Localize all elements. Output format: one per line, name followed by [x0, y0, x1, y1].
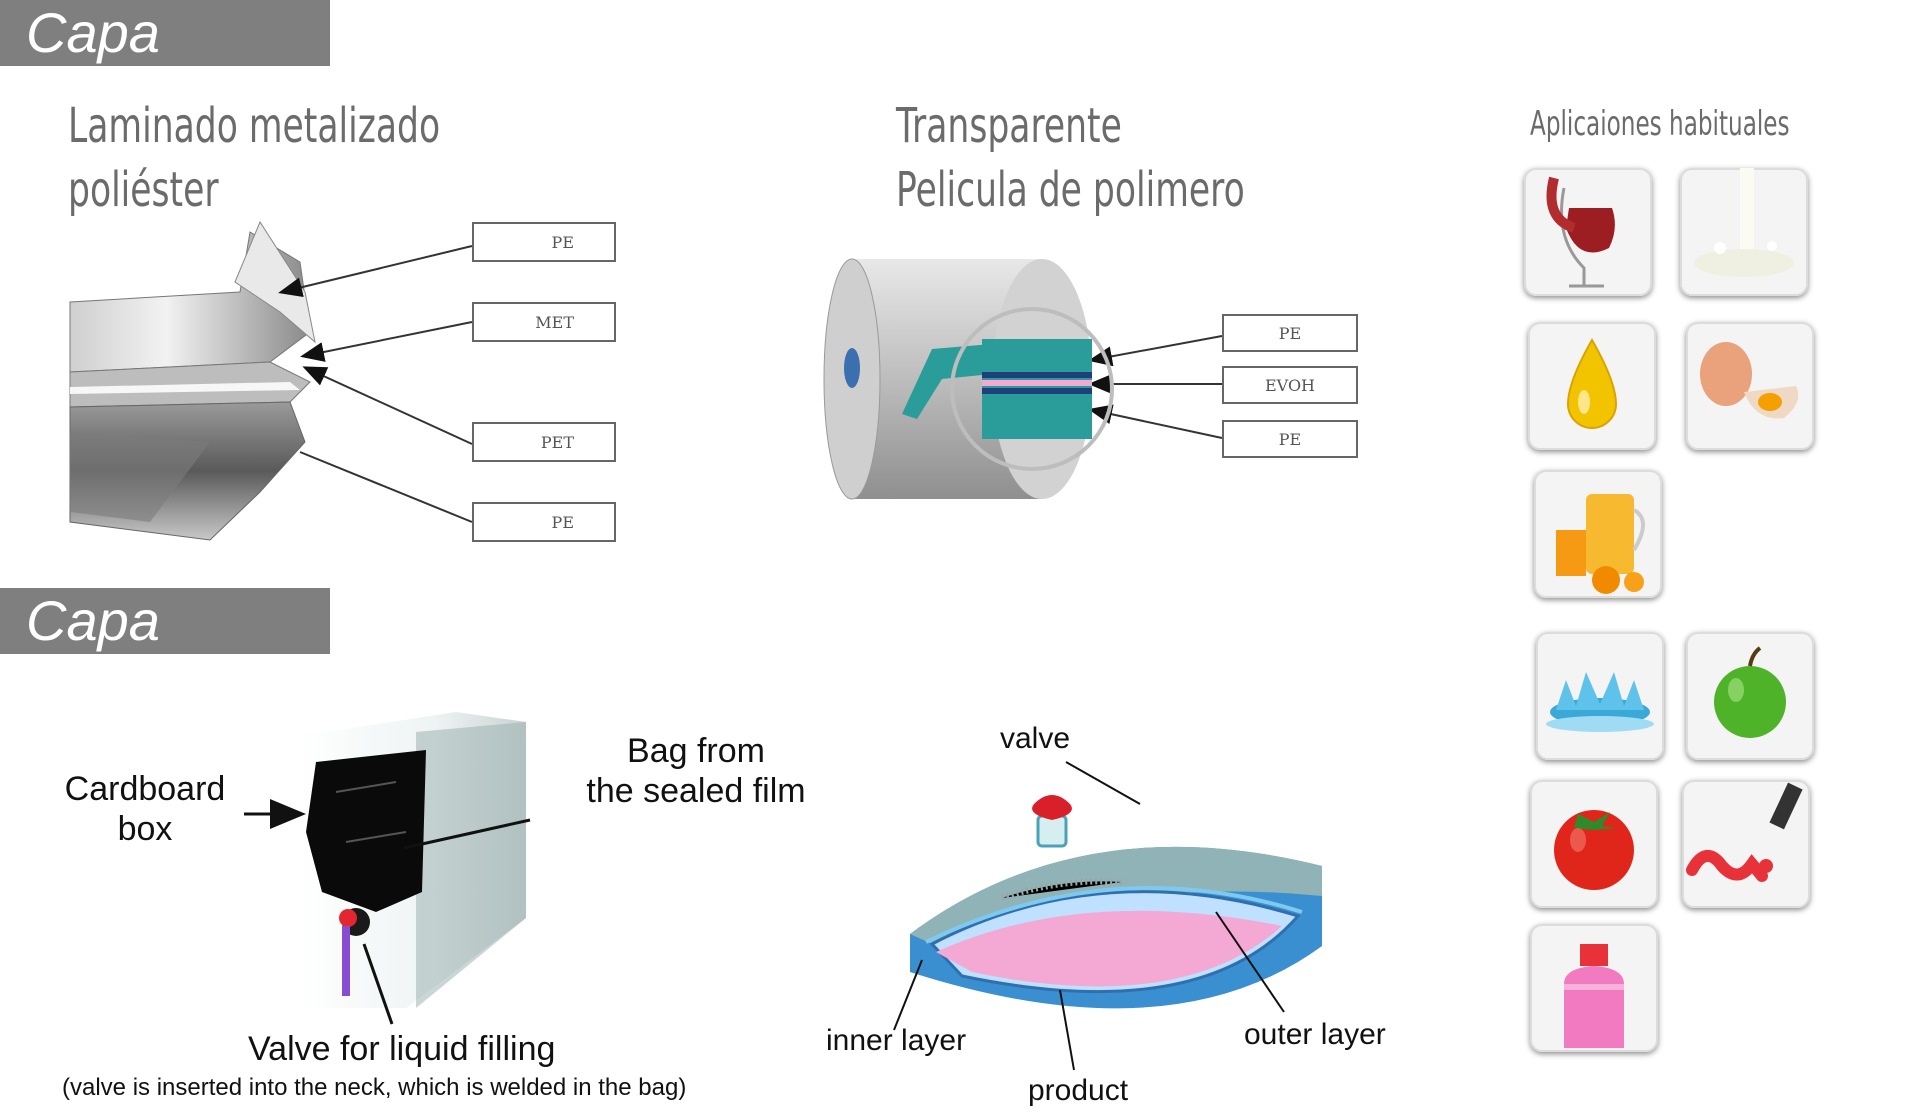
- milk-icon: [1680, 168, 1808, 296]
- metallized-laminate-illustration: [69, 220, 316, 541]
- inner-layer-label: inner layer: [826, 1024, 967, 1057]
- oil-drop-icon: [1528, 322, 1656, 450]
- transparent-title-line1: Transparente: [896, 98, 1122, 154]
- section-banner-interior: Capa Interior: [0, 588, 330, 718]
- applications-title: Aplicaiones habituales: [1530, 104, 1790, 144]
- juice-icon: [1534, 470, 1662, 598]
- outer-layer-label: outer layer: [1244, 1018, 1386, 1051]
- bag-cross-section-illustration: [910, 795, 1322, 1009]
- metallized-layer-4: PE: [472, 502, 616, 542]
- cardboard-label-line2: box: [117, 810, 173, 848]
- transparent-title-line2: Pelicula de polimero: [896, 162, 1245, 218]
- detergent-bottle-icon: [1530, 924, 1658, 1052]
- tomato-icon: [1530, 780, 1658, 908]
- wine-icon: [1524, 168, 1652, 296]
- metallized-layer-3: PET: [472, 422, 616, 462]
- apple-icon: [1686, 632, 1814, 760]
- water-splash-icon: [1536, 632, 1664, 760]
- transparent-layer-1: PE: [1222, 314, 1358, 352]
- cardboard-box-illustration: [300, 712, 526, 1008]
- bag-label-line1: Bag from: [627, 732, 765, 770]
- metallized-layer-2: MET: [472, 302, 616, 342]
- section-banner-exterior: Capa Exterior: [0, 0, 330, 130]
- bag-label-line2: the sealed film: [586, 772, 806, 810]
- nail-polish-icon: [1682, 780, 1810, 908]
- transparent-layer-2: EVOH: [1222, 366, 1358, 404]
- valve-note: (valve is inserted into the neck, which …: [62, 1074, 687, 1101]
- valve-label: Valve for liquid filling: [248, 1030, 556, 1068]
- metallized-layer-1: PE: [472, 222, 616, 262]
- film-roll-illustration: [823, 258, 1114, 500]
- transparent-layer-3: PE: [1222, 420, 1358, 458]
- bag-valve-label: valve: [1000, 722, 1071, 755]
- metallized-title-line2: poliéster: [68, 162, 219, 218]
- metallized-title-line1: Laminado metalizado: [68, 98, 441, 154]
- eggs-icon: [1686, 322, 1814, 450]
- product-label: product: [1028, 1074, 1129, 1107]
- cardboard-label-line1: Cardboard: [64, 770, 226, 808]
